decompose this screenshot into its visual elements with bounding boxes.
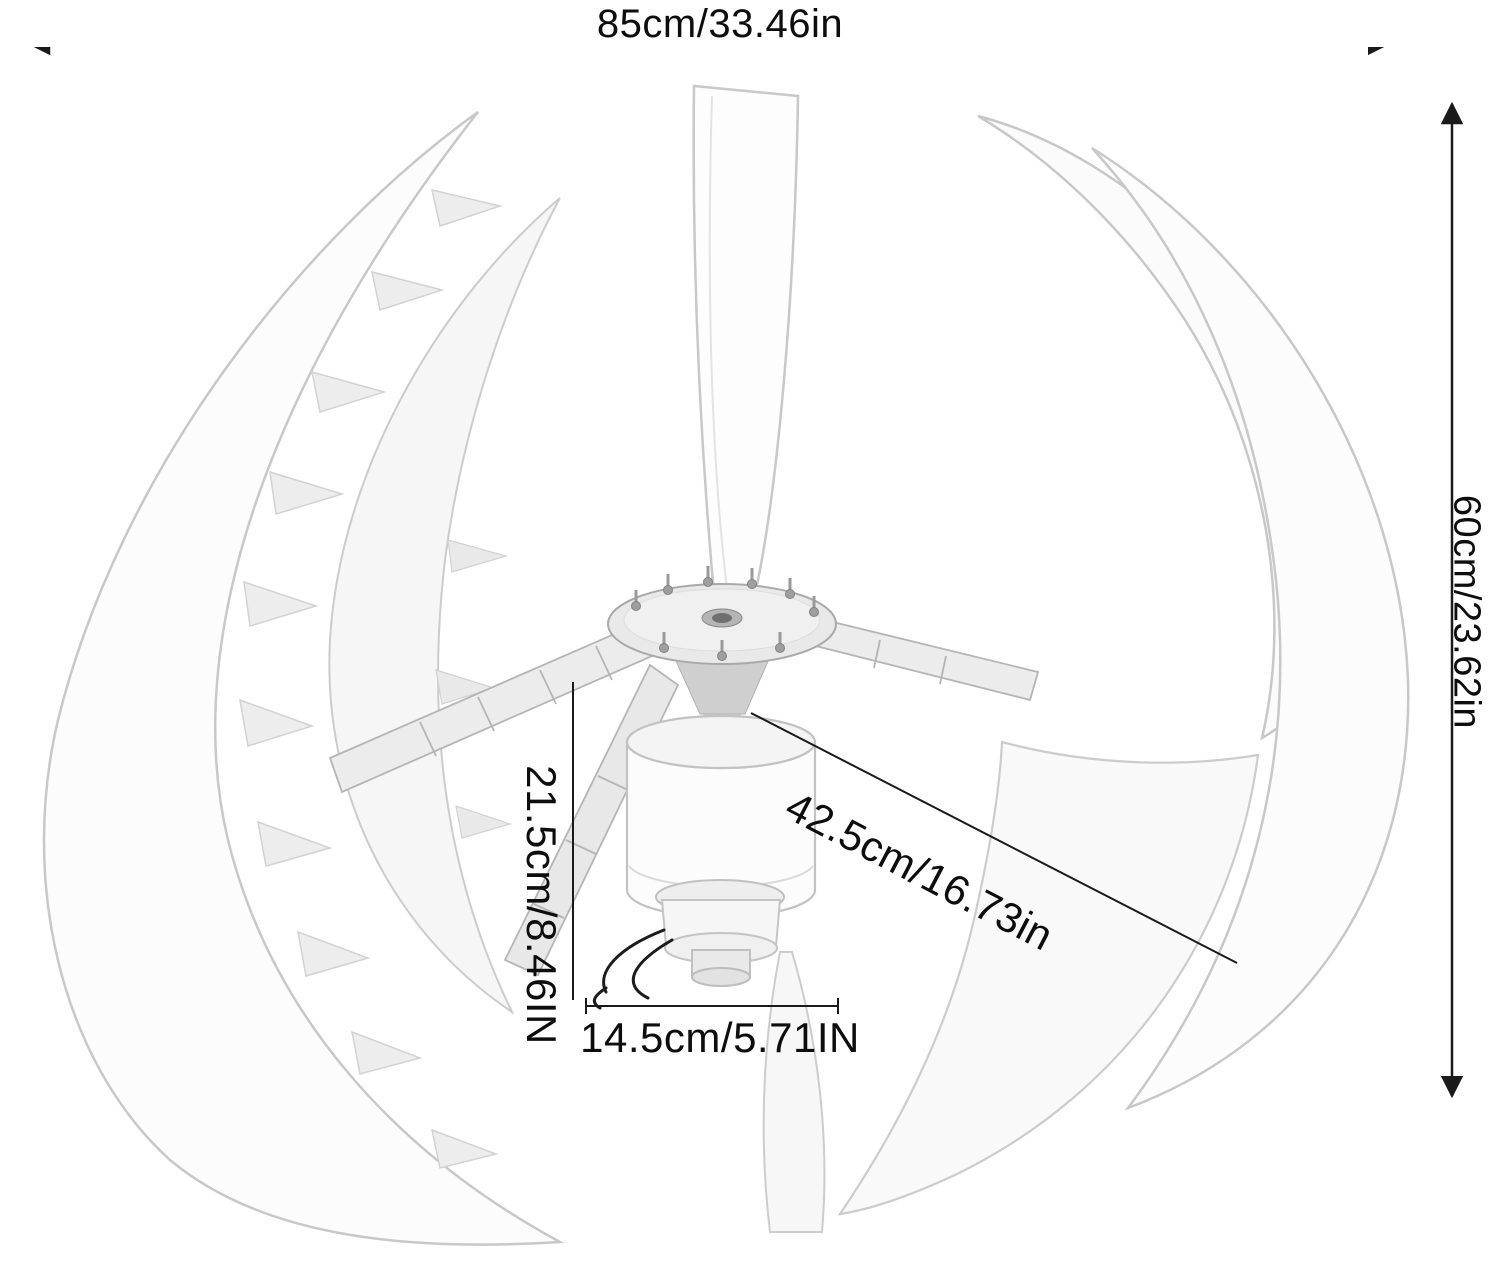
blade-bottom-center: [762, 951, 826, 1233]
dimension-motor-width-label: 14.5cm/5.71IN: [580, 1014, 860, 1061]
blade-top: [692, 84, 800, 618]
blade-right-outer: [1091, 146, 1410, 1111]
blade-right-lower: [837, 740, 1260, 1216]
dimension-overall-height-label: 60cm/23.62in: [1445, 494, 1488, 730]
dimension-motor-height-label: 21.5cm/8.46IN: [518, 765, 565, 1045]
generator-wires: [592, 928, 674, 1010]
dim-diagonal-line: [750, 712, 1238, 964]
dimension-overall-width-label: 85cm/33.46in: [0, 2, 1440, 47]
blade-left-inner: [328, 197, 561, 1015]
rotor-hub: [607, 566, 837, 719]
generator-body: [625, 714, 817, 987]
blade-left-outer: [42, 110, 565, 1246]
